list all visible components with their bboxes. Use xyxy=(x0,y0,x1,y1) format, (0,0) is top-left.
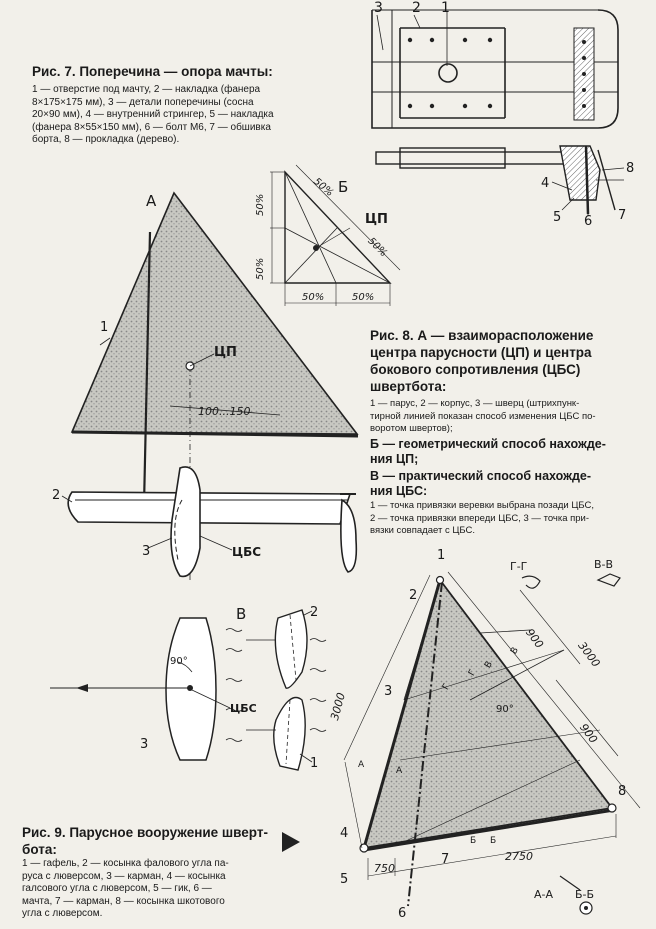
fig7-label-7: 7 xyxy=(618,208,627,223)
fig9-label-8: 8 xyxy=(618,784,627,799)
fig9-section-aa: А-А xyxy=(534,888,554,901)
fig8a-label-cbs: ЦБС xyxy=(232,545,262,559)
fig9-cut-b2: Б xyxy=(490,836,497,846)
fig8a-label-3: 3 xyxy=(142,544,151,559)
fig7-label-6: 6 xyxy=(584,214,593,229)
fig9-caption-title: Рис. 9. Парусное вооружение шверт-бота: xyxy=(22,825,268,857)
fig8a-label-2: 2 xyxy=(52,488,61,503)
fig8v-angle: 90° xyxy=(170,656,188,667)
fig8v-label-2: 2 xyxy=(310,605,319,620)
fig8a-letter: А xyxy=(146,192,157,210)
fig9-label-5: 5 xyxy=(340,872,349,887)
fig7-label-2: 2 xyxy=(412,0,421,16)
fig9-angle: 90° xyxy=(496,704,514,715)
fig8b-letter: Б xyxy=(338,178,349,196)
fig7-label-1: 1 xyxy=(441,0,450,16)
fig8a-hull xyxy=(61,466,358,578)
fig9-label-1: 1 xyxy=(437,548,446,563)
fig9-cut-a1: А xyxy=(358,760,365,770)
fig9-dim-2750: 2750 xyxy=(505,850,533,863)
fig8a-sail xyxy=(70,191,359,580)
fig8v-label-3: 3 xyxy=(140,737,149,752)
fig8-caption-b: Б — геометрический способ нахожде-ния ЦП… xyxy=(370,437,606,466)
fig7-label-4: 4 xyxy=(541,176,550,191)
fig8-caption-v: В — практический способ нахожде-ния ЦБС: xyxy=(370,469,592,498)
fig7-caption-legend: 1 — отверстие под мачту, 2 — накладка (ф… xyxy=(32,84,274,145)
fig8b-pct-bottom-left: 50% xyxy=(302,292,325,303)
fig9-sail xyxy=(282,571,641,915)
fig7-crossbar-plan xyxy=(371,9,619,129)
fig9-dim-750: 750 xyxy=(374,862,395,875)
fig9-section-bb: Б-Б xyxy=(575,888,595,901)
fig8a-dim: 100...150 xyxy=(198,405,251,418)
fig9-label-3: 3 xyxy=(384,684,393,699)
fig9-label-2: 2 xyxy=(409,588,418,603)
fig8b-pct-left-top: 50% xyxy=(255,193,266,216)
fig9-section-gg: Г-Г xyxy=(510,560,528,573)
fig9-label-4: 4 xyxy=(340,826,349,841)
fig8-caption-legend-v: 1 — точка привязки веревки выбрана позад… xyxy=(370,500,594,536)
fig8b-label-cp: ЦП xyxy=(365,212,388,227)
fig8a-label-cp: ЦП xyxy=(214,345,237,360)
fig8b-pct-bottom-right: 50% xyxy=(352,292,375,303)
fig9-caption-legend: 1 — гафель, 2 — косынка фалового угла па… xyxy=(22,858,229,919)
fig9-label-7: 7 xyxy=(441,852,450,867)
fig7-crossbar-section xyxy=(375,145,625,216)
fig8a-label-1: 1 xyxy=(100,320,109,335)
fig8b-triangle xyxy=(270,164,401,306)
fig9-section-vv: В-В xyxy=(594,558,614,571)
fig9-label-6: 6 xyxy=(398,906,407,921)
fig7-label-5: 5 xyxy=(553,210,562,225)
fig7-caption-title: Рис. 7. Поперечина — опора мачты: xyxy=(32,64,273,79)
fig7-label-3: 3 xyxy=(374,0,383,16)
fig8v-label-1: 1 xyxy=(310,756,319,771)
fig9-cut-b1: Б xyxy=(470,836,477,846)
fig8v-method xyxy=(50,609,327,771)
fig9-cut-a2: А xyxy=(396,766,403,776)
fig8v-label-cbs: ЦБС xyxy=(230,702,257,715)
fig7-label-8: 8 xyxy=(626,161,635,176)
fig8v-letter: В xyxy=(236,605,247,623)
fig8b-pct-left-bottom: 50% xyxy=(255,257,266,280)
fig8-caption-legend-a: 1 — парус, 2 — корпус, 3 — шверц (штрихп… xyxy=(370,398,596,434)
